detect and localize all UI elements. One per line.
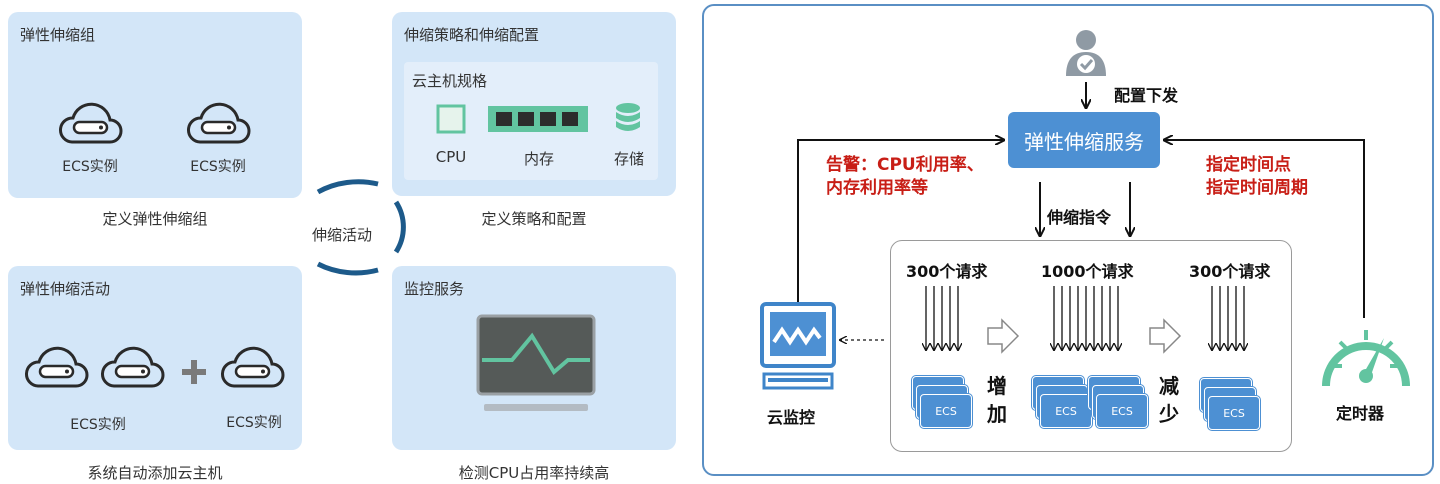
hollow-arrow-icon — [987, 318, 1020, 354]
storage-icon — [616, 103, 640, 131]
memory-icon — [488, 106, 588, 132]
alarm-arrow — [797, 140, 1004, 302]
instance-spec-title: 云主机规格 — [412, 72, 488, 90]
cloud-server-icon — [221, 346, 285, 388]
timer-gauge-icon — [1322, 330, 1410, 387]
policy-config-title: 伸缩策略和伸缩配置 — [404, 26, 540, 44]
cloud-server-icon — [25, 346, 89, 388]
storage-label: 存储 — [613, 150, 644, 168]
scaling-activity-title: 弹性伸缩活动 — [20, 280, 111, 298]
monitor-screen-icon — [476, 314, 596, 411]
user-admin-icon — [1066, 30, 1106, 76]
ecs-card: ECS — [920, 394, 972, 428]
auto-scaling-flow-frame — [702, 4, 1434, 476]
ecs-card: ECS — [1096, 394, 1148, 428]
scaling-command-label: 伸缩指令 — [1047, 208, 1112, 227]
schedule-condition-line1: 指定时间点 — [1206, 155, 1291, 175]
cycle-arrows-icon — [316, 179, 406, 276]
ecs-instance-label: ECS实例 — [226, 415, 282, 431]
request-count-label: 300个请求 — [1189, 262, 1271, 281]
ecs-instance-label: ECS实例 — [190, 159, 246, 175]
policy-config-card: 伸缩策略和伸缩配置 云主机规格 CPU 内存 存储 — [392, 12, 676, 196]
decrease-char: 减 — [1159, 374, 1179, 398]
cloud-server-icon — [101, 346, 165, 388]
cloud-monitor-label: 云监控 — [767, 408, 816, 427]
cpu-icon — [436, 104, 466, 134]
request-count-label: 300个请求 — [906, 262, 988, 281]
scaling-group-title: 弹性伸缩组 — [20, 26, 96, 44]
scaling-group-caption: 定义弹性伸缩组 — [102, 210, 208, 228]
ecs-card: ECS — [1208, 396, 1260, 430]
decrease-char: 少 — [1159, 402, 1179, 426]
cloud-monitor-icon — [760, 302, 836, 390]
increase-char: 增 — [987, 374, 1007, 398]
schedule-condition-line2: 指定时间周期 — [1206, 178, 1308, 198]
schedule-arrow — [1164, 140, 1365, 318]
scaling-activity-caption: 系统自动添加云主机 — [87, 464, 223, 482]
ecs-card: ECS — [1040, 394, 1092, 428]
timer-label: 定时器 — [1336, 404, 1385, 423]
cpu-label: CPU — [435, 148, 467, 166]
monitor-service-card: 监控服务 — [392, 266, 676, 450]
auto-scaling-service-box: 弹性伸缩服务 — [1008, 112, 1160, 168]
scaling-activity-cycle-label: 伸缩活动 — [311, 226, 372, 244]
increase-char: 加 — [987, 402, 1007, 426]
alarm-condition-line1: 告警：CPU利用率、 — [826, 155, 984, 175]
request-scaling-panel — [890, 240, 1292, 452]
cloud-server-icon — [187, 102, 251, 144]
request-count-label: 1000个请求 — [1041, 262, 1134, 281]
memory-label: 内存 — [523, 150, 554, 168]
alarm-condition-line2: 内存利用率等 — [826, 178, 928, 198]
monitor-service-caption: 检测CPU占用率持续高 — [458, 464, 610, 482]
ecs-instance-label: ECS实例 — [70, 417, 126, 433]
instance-spec-panel: 云主机规格 CPU 内存 存储 — [404, 62, 658, 180]
config-dispatch-label: 配置下发 — [1114, 86, 1179, 105]
policy-config-caption: 定义策略和配置 — [481, 210, 587, 228]
plus-icon — [182, 360, 206, 384]
scaling-group-card: 弹性伸缩组 ECS实例 ECS实例 — [8, 12, 302, 198]
cloud-server-icon — [59, 102, 123, 144]
monitor-service-title: 监控服务 — [404, 280, 465, 298]
ecs-instance-label: ECS实例 — [62, 159, 118, 175]
scaling-activity-card: 弹性伸缩活动 ECS实例 ECS实例 — [8, 266, 302, 450]
hollow-arrow-icon — [1149, 318, 1182, 354]
